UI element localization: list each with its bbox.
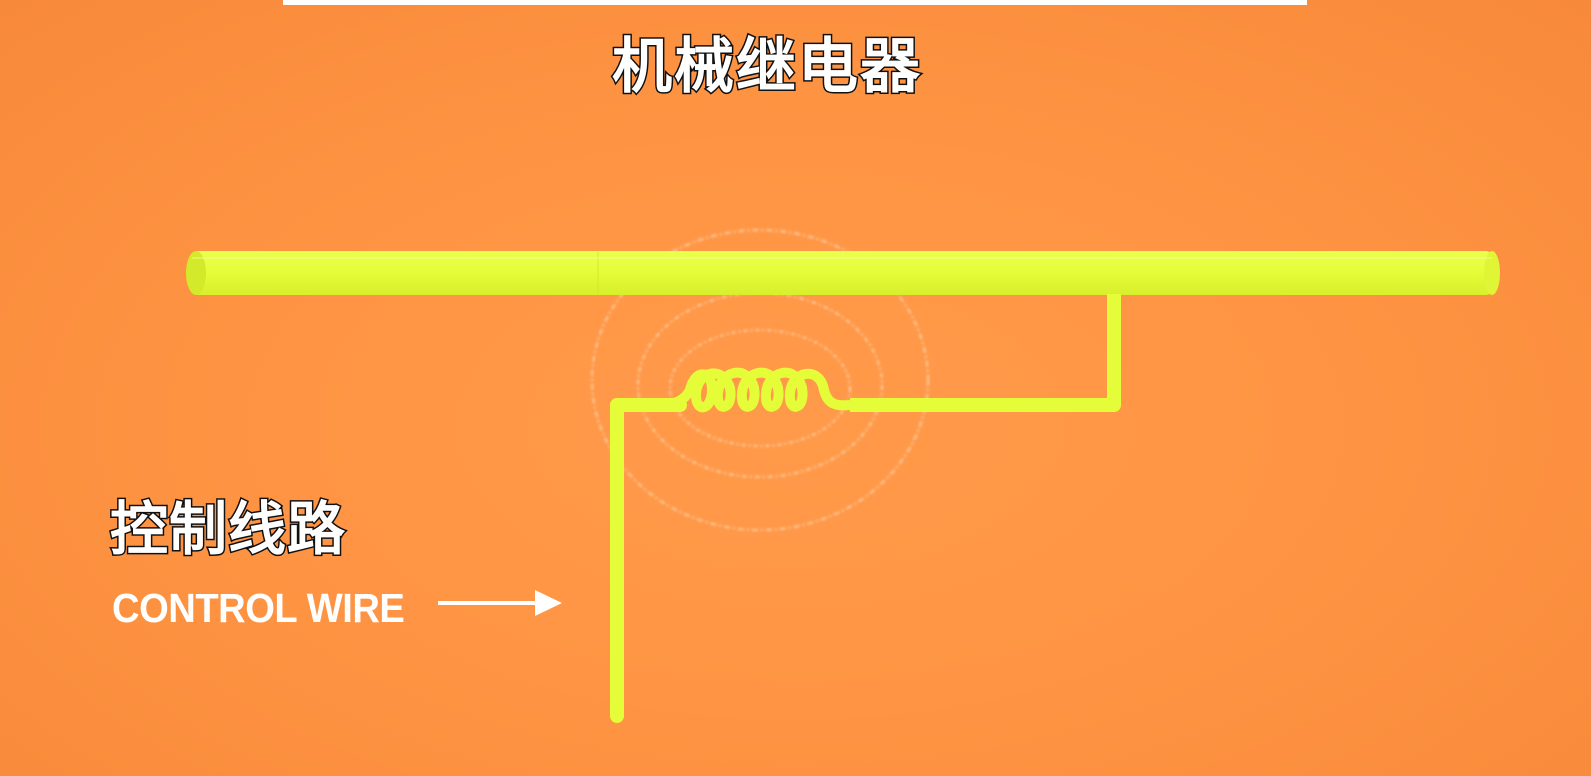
magnetic-field xyxy=(591,229,929,531)
field-ring-inner xyxy=(669,329,851,447)
main-wire xyxy=(186,251,1500,295)
field-ring-outer xyxy=(591,229,929,531)
branch-wire xyxy=(850,294,1121,412)
control-wire-label-en: CONTROL WIRE xyxy=(112,585,405,631)
control-wire xyxy=(610,398,687,723)
control-wire-label-cn: 控制线路 xyxy=(108,494,347,565)
field-ring-middle xyxy=(637,292,883,478)
top-bar xyxy=(283,0,1307,5)
diagram-title: 机械继电器 xyxy=(611,31,922,104)
coil-icon xyxy=(655,367,857,413)
right-arrow-icon xyxy=(438,590,562,616)
